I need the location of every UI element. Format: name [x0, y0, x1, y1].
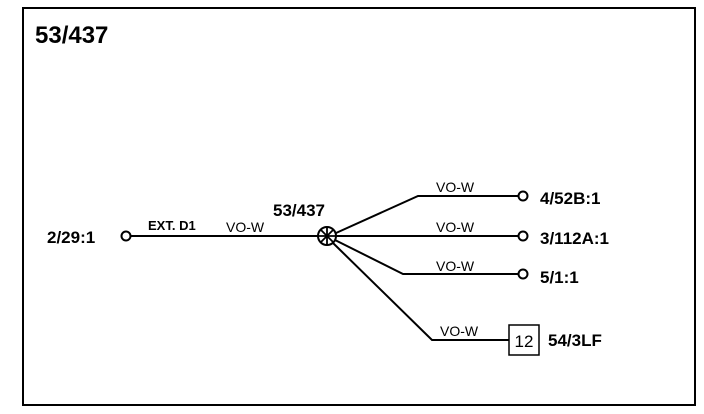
branch-wire-color-2: VO-W [436, 219, 475, 235]
branch-terminal-label-3: 5/1:1 [540, 268, 579, 287]
branch-terminal-icon-1 [517, 190, 529, 202]
connector-pin-number: 12 [515, 332, 534, 351]
branch-terminal-icon-2 [517, 230, 529, 242]
left-ext-label: EXT. D1 [148, 218, 196, 233]
branch-wire-color-4: VO-W [440, 323, 479, 339]
left-wire-color: VO-W [226, 219, 265, 235]
splice-icon [317, 226, 337, 246]
branch-wire-color-1: VO-W [436, 179, 475, 195]
branch-terminal-label-4: 54/3LF [548, 331, 602, 350]
left-terminal-icon [120, 230, 132, 242]
branch-terminal-label-2: 3/112A:1 [540, 229, 609, 248]
branch-wire-color-3: VO-W [436, 258, 475, 274]
branch-wire-1 [335, 195, 518, 234]
diagram-title: 53/437 [35, 22, 108, 49]
left-terminal-label: 2/29:1 [47, 228, 95, 247]
splice-label: 53/437 [273, 201, 325, 220]
branch-wire-3 [334, 239, 518, 275]
branch-terminal-label-1: 4/52B:1 [540, 189, 600, 208]
branch-wire-4 [332, 242, 509, 341]
branch-terminal-icon-3 [517, 268, 529, 280]
connector-pin-box [508, 324, 540, 356]
diagram-frame [22, 7, 696, 406]
